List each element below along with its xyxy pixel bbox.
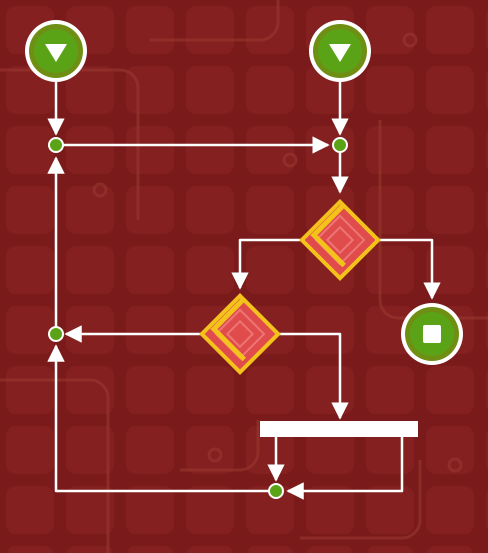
- end-node[interactable]: [401, 303, 463, 365]
- start-node-left[interactable]: [25, 20, 87, 82]
- triangle-down-icon: [45, 44, 67, 62]
- connector-diamond-top-left: [231, 238, 300, 290]
- join-node-bottom[interactable]: [268, 483, 284, 499]
- connector-bottom-loop-left: [47, 344, 270, 493]
- start-node-right[interactable]: [309, 20, 371, 82]
- square-stop-icon: [423, 325, 441, 343]
- connector-diamond-middle-right: [276, 332, 349, 420]
- connectors: [47, 82, 441, 500]
- angle-marker-icon: [210, 296, 247, 362]
- triangle-down-icon: [329, 44, 351, 62]
- angle-marker-icon: [310, 202, 347, 268]
- connector-diamond-top-right: [380, 238, 441, 300]
- join-node-top-right[interactable]: [332, 137, 348, 153]
- connector-bar-right-loop: [286, 437, 404, 500]
- join-node-middle-left[interactable]: [48, 326, 64, 342]
- join-node-top-left[interactable]: [48, 137, 64, 153]
- sync-bar[interactable]: [260, 421, 418, 437]
